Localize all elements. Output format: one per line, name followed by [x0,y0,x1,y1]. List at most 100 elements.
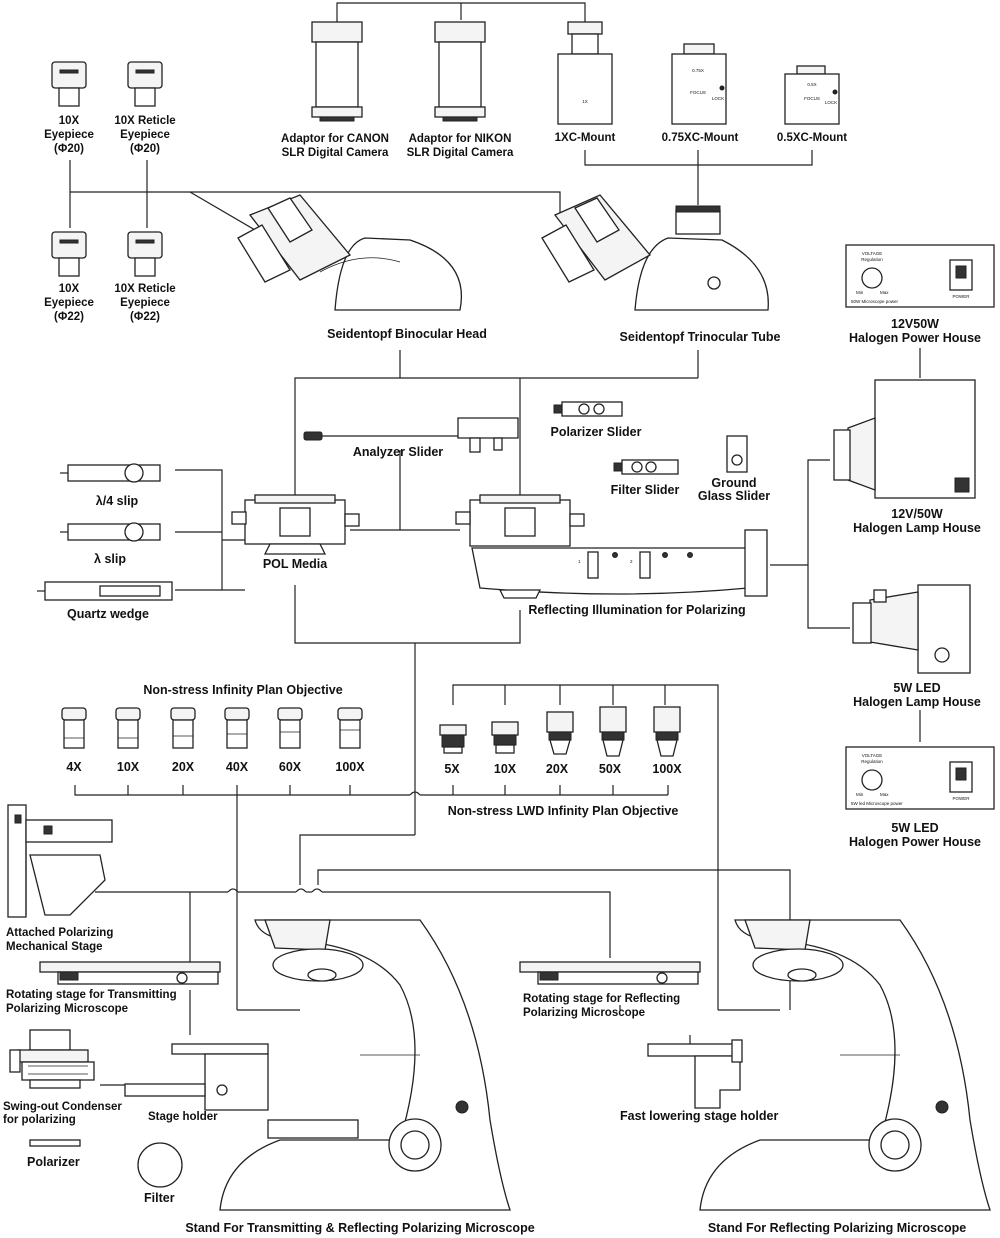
rotating-stage-icon [39,961,221,985]
rotating-stage-transmitting[interactable]: Rotating stage for Transmitting Polarizi… [6,961,221,1015]
eyepiece-10x-phi20[interactable]: 10X Eyepiece (Φ20) [44,61,94,155]
eyepiece-reticle-phi22[interactable]: 10X Reticle Eyepiece (Φ22) [114,231,176,323]
power-house-icon [845,746,995,810]
objective-4x[interactable]: 4X [61,707,87,774]
eyepiece-label-line2: Eyepiece [120,297,170,309]
stand-reflecting[interactable]: Stand For Reflecting Polarizing Microsco… [699,919,991,1235]
objective-icon [61,707,87,749]
objective-icon [224,707,250,749]
pol-media-label: POL Media [263,557,328,571]
lwd-objective-20x[interactable]: 20X [546,711,574,776]
swing-out-condenser[interactable]: Swing-out Condenser for polarizing [3,1029,122,1126]
objective-60x[interactable]: 60X [277,707,303,774]
adaptor-canon[interactable]: Adaptor for CANON SLR Digital Camera [281,21,389,159]
analyzer-slider[interactable]: Analyzer Slider [303,417,519,459]
fast-lowering-stage-holder[interactable]: Fast lowering stage holder [620,1039,778,1123]
eyepiece-10x-phi22[interactable]: 10X Eyepiece (Φ22) [44,231,94,323]
stand-label: Stand For Transmitting & Reflecting Pola… [185,1221,534,1235]
pol-media[interactable]: POL Media [231,494,360,571]
full-wave-slip[interactable]: λ slip [60,522,161,566]
mechanical-stage[interactable]: Attached Polarizing Mechanical Stage [6,804,113,953]
objective-icon [337,707,363,749]
objective-40x[interactable]: 40X [224,707,250,774]
stage-holder-label: Stage holder [148,1111,218,1123]
quartz-wedge[interactable]: Quartz wedge [37,581,173,621]
objective-label: 5X [444,762,460,776]
eyepiece-icon [127,231,163,277]
condenser-label-line1: Swing-out Condenser [3,1101,122,1113]
adaptor-nikon[interactable]: Adaptor for NIKON SLR Digital Camera [407,21,514,159]
lamp-house-label-line2: Halogen Lamp House [853,521,981,535]
power-house-5w-led[interactable]: VOLTAGE Regulation Min Max POWER 5W led … [845,746,995,849]
lwd-objective-10x[interactable]: 10X [491,721,519,776]
cmount-1x[interactable]: 1X 1XC-Mount [555,21,616,144]
polarizer[interactable]: Polarizer [27,1139,81,1169]
objective-icon [599,706,627,757]
stage-holder-icon [124,1043,269,1111]
lamp-house-5w-led[interactable]: 5W LED Halogen Lamp House [852,584,981,709]
eyepiece-label-line1: 10X Reticle [114,115,175,127]
binocular-head[interactable]: Seidentopf Binocular Head [237,194,487,341]
objective-icon [653,706,681,757]
polarizer-slider[interactable]: Polarizer Slider [550,401,642,439]
cmount-icon [557,21,613,125]
power-house-12v50w[interactable]: VOLTAGE Regulation Min Max POWER 50W Mic… [845,244,995,345]
objective-label: 4X [66,760,82,774]
plan-objective-row: 4X 10X 20X 40X [61,707,365,774]
lwd-objective-5x[interactable]: 5X [439,724,467,776]
quarter-wave-slip[interactable]: λ/4 slip [60,463,161,508]
mechanical-stage-icon [7,804,113,918]
ground-glass-label-line1: Ground [711,476,756,490]
eyepiece-icon [127,61,163,107]
lwd-objective-50x[interactable]: 50X [599,706,627,776]
adaptor-label-line1: Adaptor for CANON [281,133,389,145]
stand-transmitting-reflecting[interactable]: Stand For Transmitting & Reflecting Pola… [185,919,535,1235]
objective-icon [170,707,196,749]
lamp-house-icon [833,379,976,499]
objective-label: 10X [494,762,517,776]
condenser-label-line2: for polarizing [3,1114,76,1126]
power-panel-text: 5W led Microscope power [851,801,903,806]
microscope-stand-icon [699,919,991,1211]
adaptor-label-line2: SLR Digital Camera [407,147,514,159]
binocular-head-icon [237,194,462,311]
reflecting-illumination-label: Reflecting Illumination for Polarizing [528,603,745,617]
trinocular-tube[interactable]: Seidentopf Trinocular Tube [541,194,780,344]
eyepiece-icon [51,61,87,107]
rotating-stage-reflecting[interactable]: Rotating stage for Reflecting Polarizing… [519,961,701,1019]
objective-20x[interactable]: 20X [170,707,196,774]
stage-holder[interactable]: Stage holder [124,1043,269,1123]
stand-label: Stand For Reflecting Polarizing Microsco… [708,1221,966,1235]
ground-glass-label-line2: Glass Slider [698,489,770,503]
lamp-house-12v50w[interactable]: 12V/50W Halogen Lamp House [833,379,981,535]
power-panel-text: VOLTAGE [862,753,883,758]
polarizer-label: Polarizer [27,1155,80,1169]
rotating-stage-label-line1: Rotating stage for Transmitting [6,989,177,1001]
reflecting-illumination[interactable]: 1 2 Reflecting Illumination for Polarizi… [455,494,768,617]
objective-label: 40X [226,760,249,774]
camera-adaptor-icon [434,21,486,122]
objective-100x[interactable]: 100X [335,707,365,774]
lwd-objective-row: 5X 10X 20X 50X [439,706,682,776]
eyepiece-reticle-phi20[interactable]: 10X Reticle Eyepiece (Φ20) [114,61,176,155]
cmount-icon [784,65,840,125]
objective-10x[interactable]: 10X [115,707,141,774]
cmount-label: 0.5XC-Mount [777,132,847,144]
lwd-objective-100x[interactable]: 100X [652,706,682,776]
cmount-05x[interactable]: 0.5X FOCUS LOCK 0.5XC-Mount [777,65,847,144]
cmount-075x[interactable]: 0.75X FOCUS LOCK 0.75XC-Mount [662,43,739,144]
objective-label: 20X [546,762,569,776]
ground-glass-slider[interactable]: Ground Glass Slider [698,435,770,503]
lamp-house-label-line1: 5W LED [893,681,940,695]
analyzer-slider-label: Analyzer Slider [353,445,443,459]
filter-slider[interactable]: Filter Slider [611,459,680,497]
fast-holder-icon [647,1039,743,1109]
power-house-label-line2: Halogen Power House [849,835,981,849]
objective-icon [115,707,141,749]
eyepiece-label-line3: (Φ22) [130,311,160,323]
filter[interactable]: Filter [137,1142,183,1205]
power-panel-text: Max [880,792,889,797]
filter-slider-icon [613,459,679,475]
cmount-icon [671,43,727,125]
polarizer-icon [29,1139,81,1147]
